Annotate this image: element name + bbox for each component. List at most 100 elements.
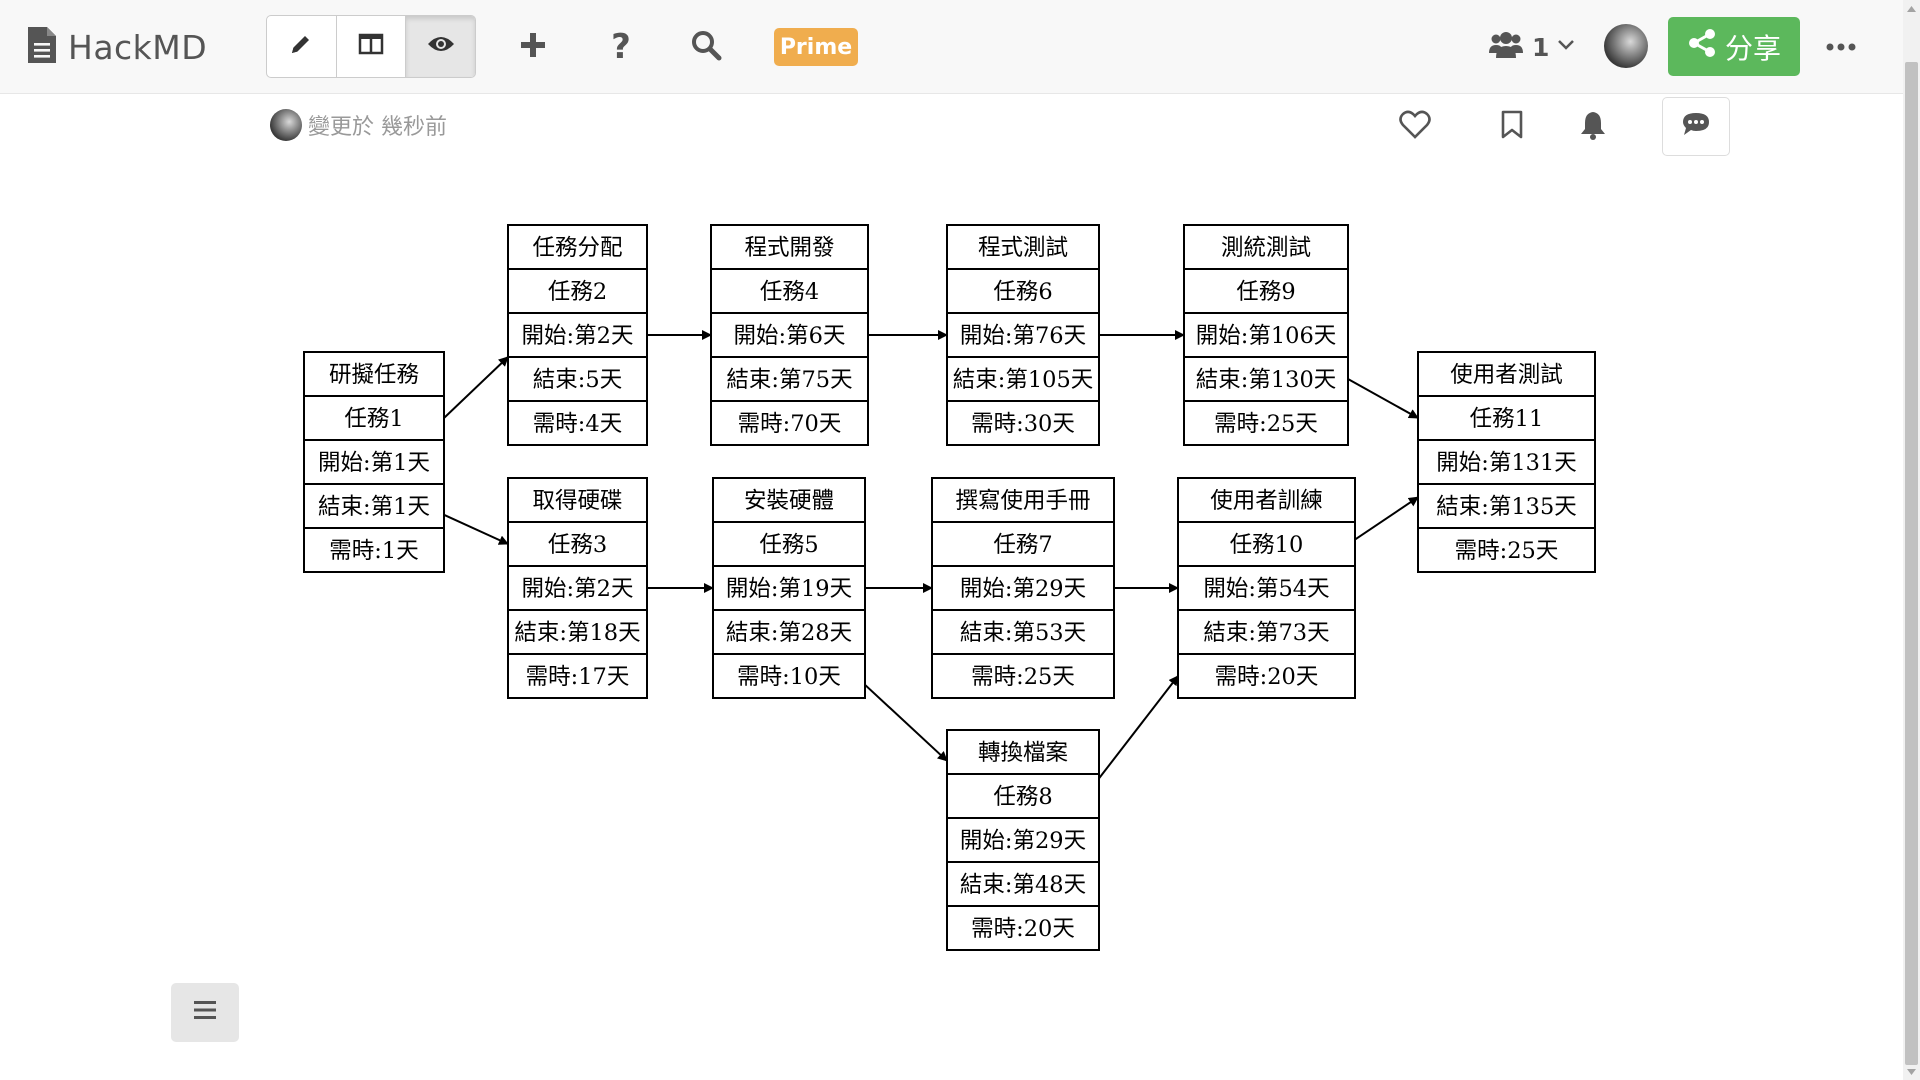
task-node-cell	[710, 400, 869, 446]
task-node-field: 需時:10天	[737, 664, 841, 690]
task-node-field: 需時:20天	[1215, 664, 1319, 690]
help-button[interactable]: ?	[597, 23, 645, 71]
bookmark-icon	[1500, 110, 1524, 145]
task-node-field: 需時:70天	[738, 411, 842, 437]
task-node-cell	[710, 312, 869, 358]
user-avatar[interactable]	[1604, 24, 1648, 68]
task-node-field: 任務8	[993, 784, 1052, 810]
task-node-cell	[712, 653, 866, 699]
task-node-field: 結束:第48天	[960, 872, 1086, 898]
heart-icon	[1399, 110, 1431, 145]
author-avatar[interactable]	[270, 109, 302, 141]
task-node-field: 任務3	[548, 532, 607, 558]
dependency-arrow	[443, 356, 509, 419]
task-node-cell	[1177, 477, 1356, 523]
new-note-button[interactable]	[509, 23, 557, 71]
task-node-field: 開始:第2天	[522, 576, 634, 602]
task-node-title: 程式開發	[744, 235, 834, 261]
scroll-down-arrow[interactable]	[1903, 1063, 1920, 1080]
share-icon	[1687, 28, 1717, 65]
ellipsis-icon	[1826, 38, 1856, 56]
task-node-cell	[1183, 356, 1349, 402]
task-node-field: 開始:第1天	[318, 450, 430, 476]
task-node-cell	[1417, 483, 1596, 529]
task-node-title: 撰寫使用手冊	[955, 488, 1090, 514]
task-node-cell	[303, 395, 445, 441]
task-node-cell	[946, 905, 1100, 951]
task-node-field: 需時:17天	[526, 664, 630, 690]
task-node-cell	[1417, 395, 1596, 441]
task-node-cell	[1177, 565, 1356, 611]
scrollbar-thumb[interactable]	[1905, 62, 1918, 1065]
task-node-title: 研擬任務	[329, 362, 420, 388]
task-node-field: 結束:第1天	[318, 494, 430, 520]
notification-button[interactable]	[1573, 107, 1613, 147]
task-node-field: 需時:4天	[533, 411, 622, 437]
share-label: 分享	[1724, 31, 1781, 65]
task-node-field: 結束:第28天	[726, 620, 852, 646]
share-button[interactable]: 分享	[1668, 17, 1800, 76]
scroll-up-arrow[interactable]	[1903, 0, 1920, 17]
task-node-field: 任務7	[993, 532, 1052, 558]
task-node-field: 開始:第131天	[1436, 450, 1577, 476]
task-node-cell	[507, 565, 648, 611]
task-node-cell	[712, 477, 866, 523]
view-mode-button[interactable]	[406, 16, 475, 77]
task-node-cell	[507, 653, 648, 699]
task-node-field: 開始:第29天	[960, 576, 1086, 602]
online-users-dropdown[interactable]: 1	[1488, 26, 1575, 68]
task-node-cell	[303, 351, 445, 397]
task-node-cell	[946, 312, 1100, 358]
file-icon	[26, 25, 58, 70]
task-node-field: 開始:第2天	[522, 323, 634, 349]
task-node-title: 使用者測試	[1450, 362, 1563, 388]
last-changed-info: 變更於 幾秒前	[270, 108, 447, 142]
task-node-cell	[1183, 400, 1349, 446]
task-node-cell	[507, 400, 648, 446]
toc-toggle-button[interactable]	[171, 983, 239, 1042]
comment-button[interactable]	[1662, 97, 1730, 156]
task-node-cell	[946, 729, 1100, 775]
task-node-cell	[712, 609, 866, 655]
task-node-cell	[1183, 268, 1349, 314]
task-node-field: 結束:第73天	[1203, 620, 1329, 646]
task-node-cell	[710, 224, 869, 270]
task-node-field: 結束:第53天	[960, 620, 1086, 646]
task-node-field: 需時:25天	[1455, 538, 1559, 564]
more-menu-button[interactable]	[1820, 26, 1862, 68]
task-node-title: 取得硬碟	[532, 488, 622, 514]
task-node-title: 轉換檔案	[978, 740, 1068, 766]
task-node-cell	[931, 477, 1115, 523]
search-icon	[690, 29, 722, 66]
task-node-cell	[712, 521, 866, 567]
split-mode-button[interactable]	[337, 16, 407, 77]
task-node-cell	[507, 224, 648, 270]
task-node-field: 任務11	[1470, 406, 1544, 432]
task-node-cell	[1177, 521, 1356, 567]
task-node-field: 結束:5天	[533, 367, 622, 393]
task-node-title: 測統測試	[1221, 235, 1311, 261]
brand-logo[interactable]: HackMD	[26, 22, 207, 72]
task-node-field: 任務10	[1230, 532, 1304, 558]
task-node-cell	[303, 439, 445, 485]
like-button[interactable]	[1395, 107, 1435, 147]
task-node-cell	[946, 773, 1100, 819]
search-button[interactable]	[682, 23, 730, 71]
eye-icon	[427, 34, 455, 59]
dependency-arrow	[1098, 675, 1179, 780]
bookmark-button[interactable]	[1492, 107, 1532, 147]
task-node-field: 開始:第6天	[734, 323, 846, 349]
edit-mode-button[interactable]	[267, 16, 337, 77]
prime-badge[interactable]: Prime	[774, 28, 858, 66]
task-node-cell	[946, 861, 1100, 907]
task-node-field: 需時:20天	[971, 916, 1075, 942]
task-node-cell	[1183, 312, 1349, 358]
task-node-cell	[1417, 351, 1596, 397]
